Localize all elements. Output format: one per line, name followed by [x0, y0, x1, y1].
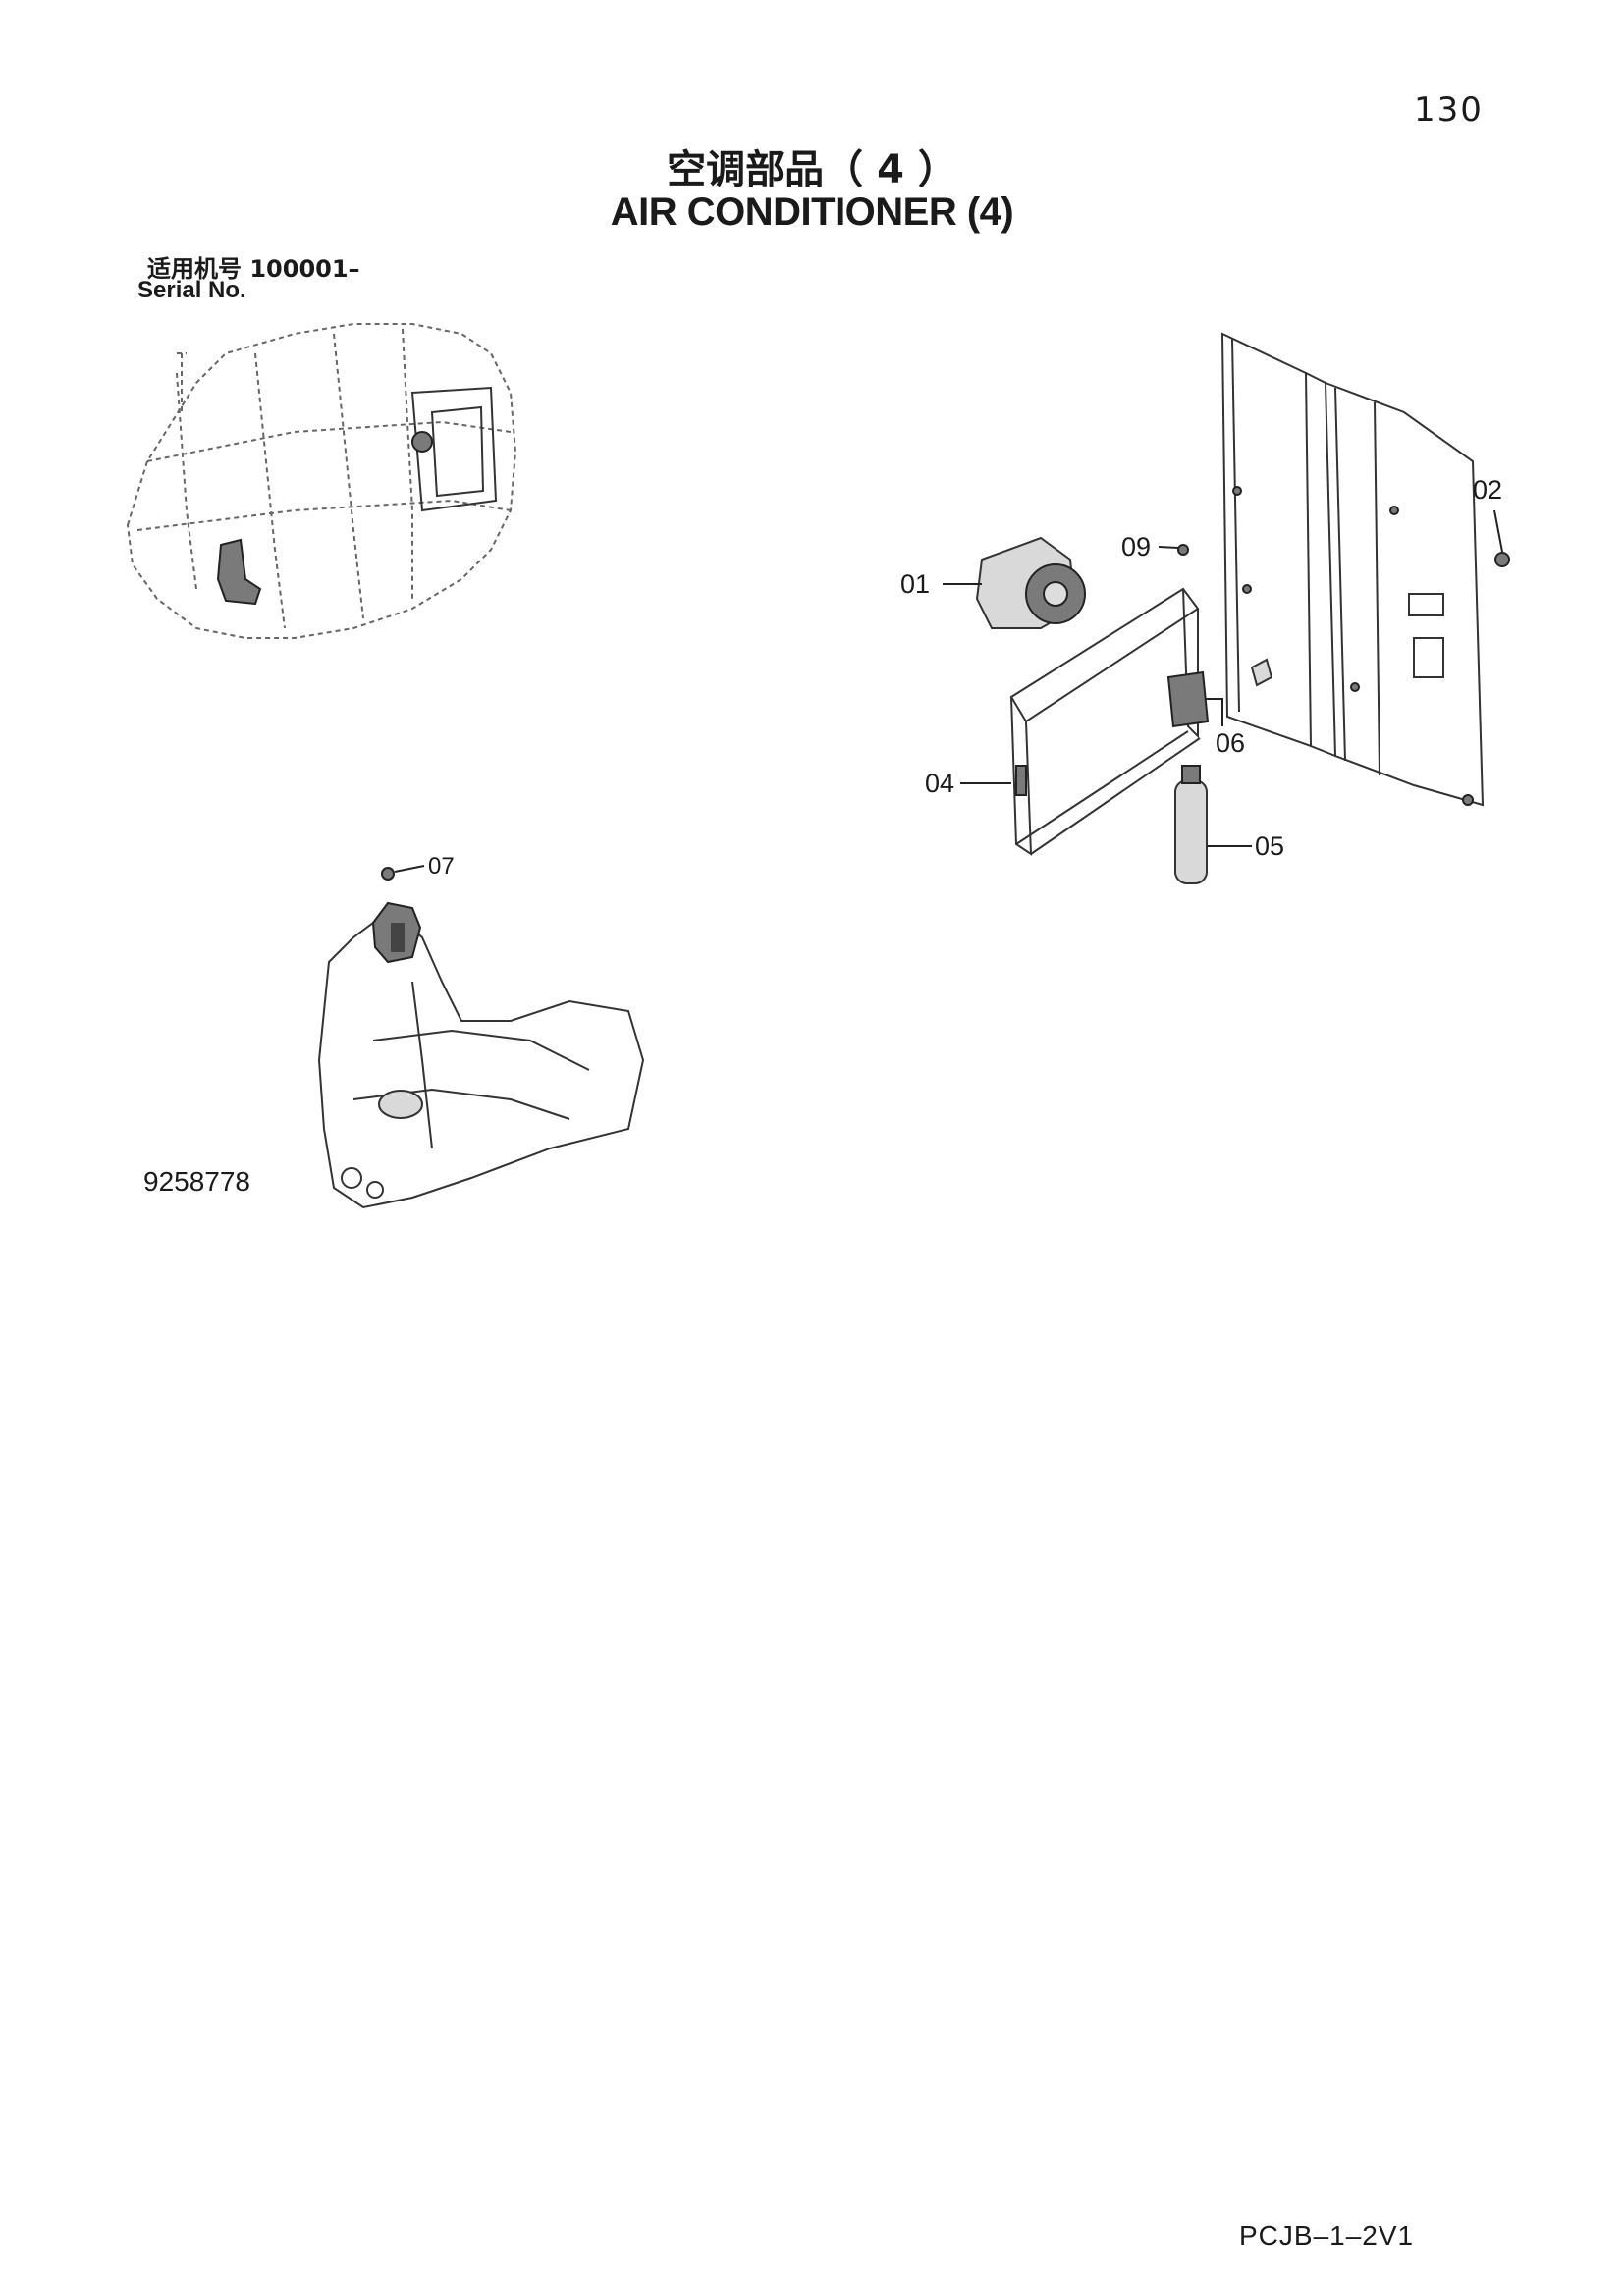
callout-04: 04 [925, 769, 955, 798]
compressor-drawing [943, 536, 1086, 629]
drawing-number: 9258778 [143, 1166, 251, 1197]
condenser-drawing [960, 587, 1201, 856]
serial-label-english: Serial No. [137, 277, 246, 303]
cab-overview-drawing [126, 323, 517, 639]
page-number: 130 [1414, 90, 1484, 130]
document-code: PCJB–1–2V1 [1239, 2220, 1415, 2251]
callout-07: 07 [428, 853, 455, 880]
mounting-panel-drawing [1220, 332, 1510, 807]
receiver-drier-drawing [1158, 544, 1252, 884]
callout-09: 09 [1121, 532, 1152, 561]
callout-02: 02 [1473, 475, 1503, 505]
page-title-english: AIR CONDITIONER (4) [610, 190, 1014, 234]
air-duct-drawing [317, 865, 645, 1209]
serial-range-chinese: 适用机号 100001– [147, 255, 360, 283]
page-title-chinese: 空调部品（ 4 ） [667, 147, 957, 192]
callout-05: 05 [1255, 831, 1285, 861]
callout-01: 01 [900, 569, 931, 599]
callout-06: 06 [1216, 728, 1246, 758]
